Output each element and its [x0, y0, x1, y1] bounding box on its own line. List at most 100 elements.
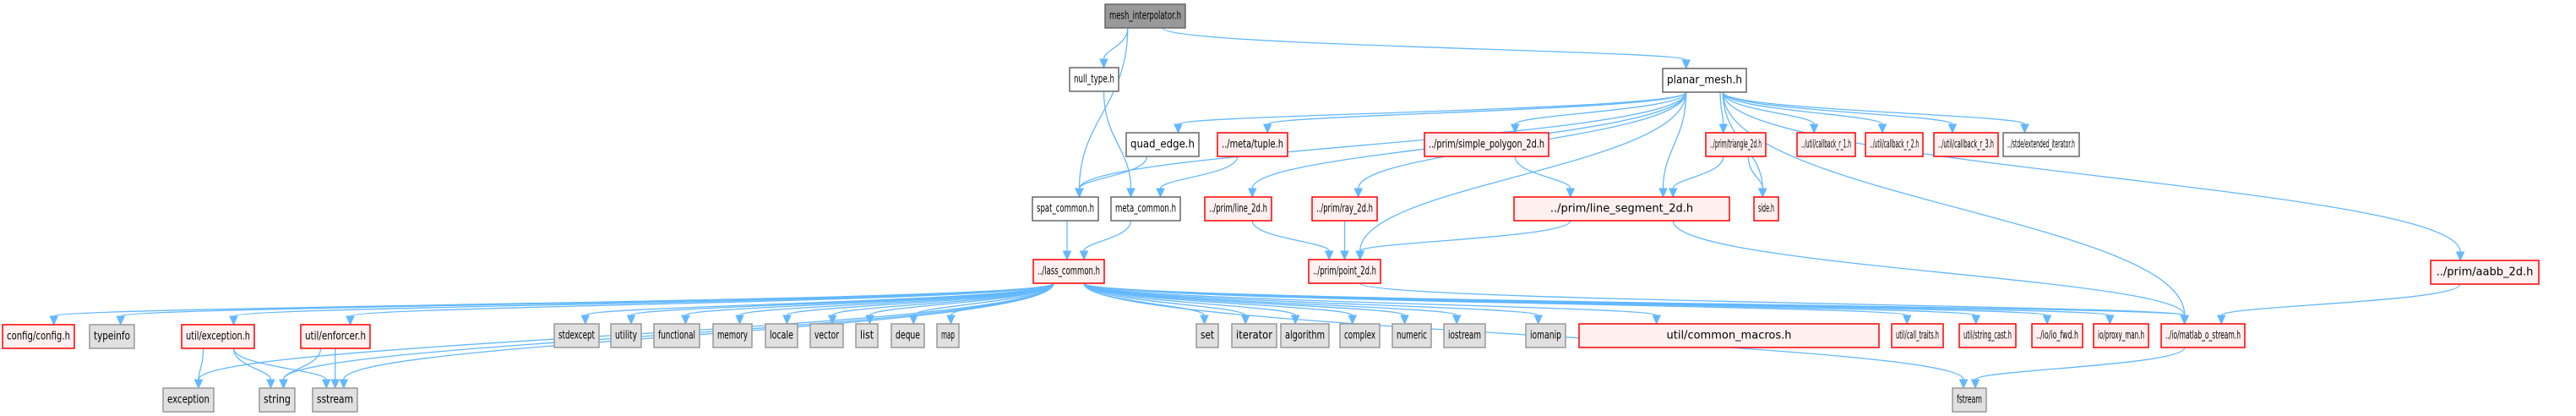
node-label: ../meta/tuple.h — [1222, 139, 1283, 151]
arrowhead-planar_mesh-to-meta_tuple — [1262, 123, 1272, 134]
node-label: ../prim/simple_polygon_2d.h — [1429, 139, 1544, 151]
node-meta-common[interactable]: meta_common.h — [1110, 196, 1181, 222]
node-box — [1753, 196, 1779, 222]
node-box — [712, 323, 753, 348]
node-point-2d[interactable]: ../prim/point_2d.h — [1308, 259, 1381, 284]
arrowhead-lass_common-to-io_fwd — [2042, 315, 2052, 326]
node-box — [1217, 132, 1288, 157]
edge-planar_mesh-to-simple_polygon_2d — [1514, 91, 1687, 125]
node-box — [1125, 132, 1200, 157]
node-quad-edge[interactable]: quad_edge.h — [1125, 132, 1200, 157]
arrowhead-lass_common-to-proxy_man — [2105, 315, 2115, 326]
node-label: complex — [1344, 330, 1375, 342]
arrowhead-lass_common-to-vector — [827, 315, 837, 326]
node-call-traits[interactable]: util/call_traits.h — [1891, 323, 1944, 348]
arrowhead-matlab_o_stream-to-fstream — [1970, 379, 1980, 390]
node-label: locale — [770, 330, 793, 342]
edge-line_segment_2d-to-matlab_o_stream — [1672, 220, 2186, 316]
edge-lass_common-to-matlab_o_stream — [1083, 282, 2186, 316]
node-box — [1865, 132, 1924, 157]
node-box — [1032, 196, 1099, 222]
edge-meta_tuple-to-meta_common — [1159, 156, 1239, 189]
node-proxy-man[interactable]: io/proxy_man.h — [2093, 323, 2149, 348]
node-box — [553, 323, 600, 348]
node-meta-tuple[interactable]: ../meta/tuple.h — [1217, 132, 1288, 157]
edge-lass_common-to-memory — [738, 282, 1054, 316]
node-matlab-o-stream[interactable]: ../io/matlab_o_stream.h — [2160, 323, 2246, 348]
node-label: ../io/matlab_o_stream.h — [2165, 330, 2241, 342]
node-iterator: iterator — [1231, 323, 1277, 348]
node-label: list — [860, 330, 874, 342]
arrowhead-lass_common-to-matlab_o_stream — [2180, 315, 2190, 326]
node-planar-mesh[interactable]: planar_mesh.h — [1662, 68, 1747, 93]
node-null-type[interactable]: null_type.h — [1069, 67, 1119, 92]
edge-planar_mesh-to-spat_common — [1078, 91, 1687, 189]
node-lass-common[interactable]: ../lass_common.h — [1032, 259, 1105, 284]
node-util-enforcer[interactable]: util/enforcer.h — [300, 324, 371, 349]
node-label: deque — [896, 330, 920, 342]
node-label: typeinfo — [94, 331, 130, 343]
node-label: util/common_macros.h — [1667, 330, 1792, 342]
node-simple-polygon-2d[interactable]: ../prim/simple_polygon_2d.h — [1424, 132, 1549, 157]
node-io-fwd[interactable]: ../io/io_fwd.h — [2031, 323, 2083, 348]
node-util-exception[interactable]: util/exception.h — [181, 324, 255, 349]
node-label: ../lass_common.h — [1037, 265, 1100, 278]
node-ray-2d[interactable]: ../prim/ray_2d.h — [1311, 196, 1378, 222]
node-box — [1032, 259, 1105, 284]
node-box — [1231, 323, 1277, 348]
arrowhead-lass_common-to-typeinfo — [116, 315, 126, 326]
edge-lass_common-to-common_macros — [1083, 282, 1658, 316]
edge-planar_mesh-to-callback_r_2 — [1722, 91, 1883, 125]
arrowhead-planar_mesh-to-callback_r_3 — [1947, 123, 1958, 134]
arrowhead-simple_polygon_2d-to-line_segment_2d — [1566, 188, 1576, 199]
node-locale: locale — [765, 323, 798, 348]
arrowhead-aabb_2d-to-matlab_o_stream — [2216, 315, 2226, 326]
arrowhead-lass_common-to-utility — [626, 315, 636, 326]
node-box — [1280, 323, 1330, 348]
arrowhead-planar_mesh-to-callback_r_1 — [1809, 123, 1819, 134]
edge-lass_common-to-locale — [786, 282, 1054, 316]
node-label: io/proxy_man.h — [2098, 330, 2144, 342]
node-extended-iterator[interactable]: ../stde/extended_iterator.h — [2002, 132, 2080, 157]
node-triangle-2d[interactable]: ../prim/triangle_2d.h — [1705, 132, 1767, 157]
node-line-2d[interactable]: ../prim/line_2d.h — [1204, 196, 1272, 222]
arrowhead-lass_common-to-fstream — [1958, 379, 1969, 390]
node-box — [2, 324, 75, 349]
arrowhead-line_segment_2d-to-point_2d — [1355, 250, 1365, 261]
arrowhead-triangle_2d-to-side — [1757, 188, 1767, 199]
node-callback-r-3[interactable]: ../util/callback_r_3.h — [1933, 132, 1999, 157]
node-complex: complex — [1339, 323, 1381, 348]
node-label: mesh_interpolator.h — [1109, 10, 1181, 23]
node-box — [1525, 323, 1566, 348]
node-label: algorithm — [1285, 330, 1325, 342]
node-line-segment-2d[interactable]: ../prim/line_segment_2d.h — [1513, 196, 1730, 222]
node-stdexcept: stdexcept — [553, 323, 600, 348]
node-aabb-2d[interactable]: ../prim/aabb_2d.h — [2430, 260, 2540, 285]
node-label: config/config.h — [7, 331, 70, 343]
node-vector: vector — [809, 323, 844, 348]
node-box — [610, 323, 642, 348]
arrowhead-spat_common-to-lass_common — [1062, 250, 1072, 261]
node-box — [181, 324, 255, 349]
node-label: ../prim/aabb_2d.h — [2437, 266, 2534, 279]
node-box — [855, 323, 879, 348]
node-side[interactable]: side.h — [1753, 196, 1779, 222]
node-common-macros[interactable]: util/common_macros.h — [1578, 323, 1880, 348]
edge-lass_common-to-deque — [912, 282, 1054, 316]
node-set: set — [1195, 323, 1219, 348]
node-label: ../stde/extended_iterator.h — [2007, 139, 2075, 151]
node-box — [1952, 387, 1987, 413]
node-spat-common[interactable]: spat_common.h — [1032, 196, 1099, 222]
node-mesh-interpolator[interactable]: mesh_interpolator.h — [1104, 3, 1186, 29]
node-string-cast[interactable]: util/string_cast.h — [1958, 323, 2017, 348]
node-box — [1195, 323, 1219, 348]
node-config[interactable]: config/config.h — [2, 324, 75, 349]
node-label: iomanip — [1530, 330, 1561, 342]
node-callback-r-1[interactable]: ../util/callback_r_1.h — [1796, 132, 1856, 157]
node-box — [1069, 67, 1119, 92]
node-label: ../prim/triangle_2d.h — [1710, 139, 1762, 151]
node-callback-r-2[interactable]: ../util/callback_r_2.h — [1865, 132, 1924, 157]
edge-mesh_interpolator-to-null_type — [1103, 27, 1129, 60]
node-box — [1391, 323, 1432, 348]
